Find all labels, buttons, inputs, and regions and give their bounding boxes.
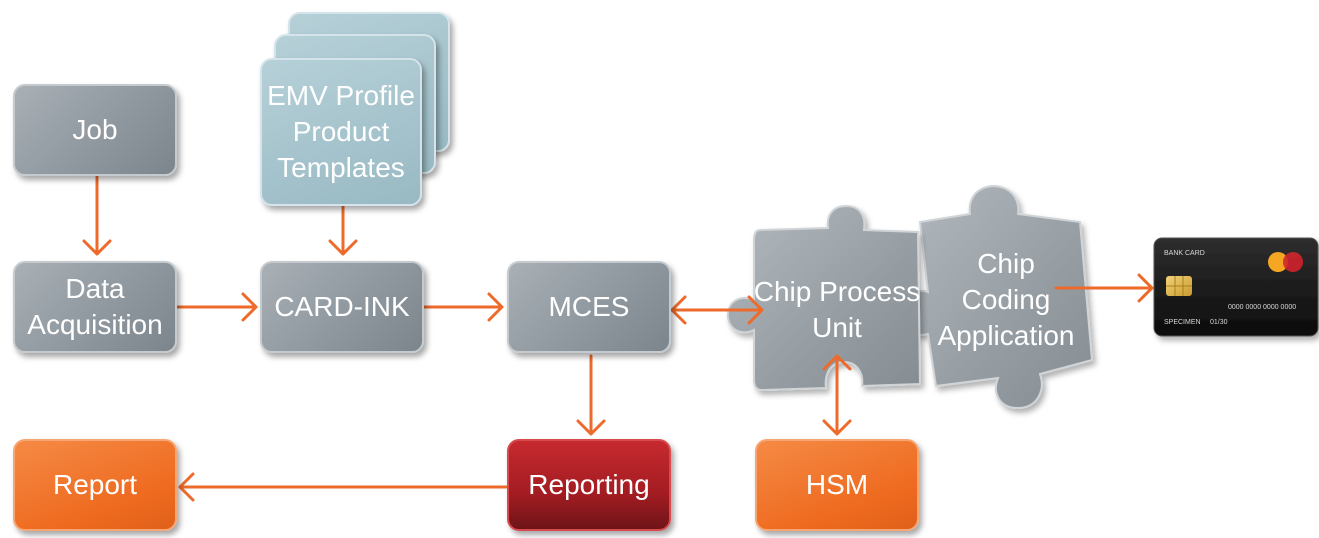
emv-profile-label: EMV Profile Product Templates: [267, 80, 415, 183]
card-ink-box: CARD-INK: [260, 261, 424, 353]
card-expiry: 01/30: [1210, 319, 1228, 326]
arrow-acquisition-to-cardink: [176, 292, 258, 322]
card-bank-label: BANK CARD: [1164, 250, 1205, 257]
chip-coding-application-label: Chip Coding Application: [937, 248, 1075, 351]
arrow-cardink-to-mces: [422, 292, 504, 322]
reporting-box: Reporting: [507, 439, 671, 531]
emv-profile-box: EMV Profile Product Templates: [260, 58, 422, 206]
report-label: Report: [52, 469, 138, 500]
chip-process-unit-puzzle: [726, 204, 922, 392]
card-specimen: SPECIMEN: [1164, 319, 1201, 326]
reporting-label: Reporting: [528, 469, 650, 500]
hsm-box: HSM: [755, 439, 919, 531]
arrow-chipprocess-hsm: [822, 354, 852, 436]
data-acquisition-box: Data Acquisition: [13, 261, 177, 353]
data-acquisition-label: Data Acquisition: [27, 273, 163, 340]
arrow-chipcoding-to-card: [1054, 273, 1154, 303]
card-number: 0000 0000 0000 0000: [1228, 304, 1297, 311]
arrow-mces-chipprocess: [670, 295, 764, 325]
hsm-label: HSM: [805, 469, 869, 500]
chip-process-unit-label: Chip Process Unit: [753, 276, 921, 343]
report-box: Report: [13, 439, 177, 531]
mces-box: MCES: [507, 261, 671, 353]
job-label: Job: [72, 114, 118, 145]
card-ink-label: CARD-INK: [274, 291, 410, 322]
card-logo-red: [1283, 252, 1303, 272]
arrow-job-to-acquisition: [82, 175, 112, 256]
bank-card: [1153, 237, 1319, 337]
card-logo-yellow: [1268, 252, 1288, 272]
mces-label: MCES: [548, 291, 630, 322]
arrow-reporting-to-report: [178, 472, 508, 502]
job-box: Job: [13, 84, 177, 176]
arrow-mces-to-reporting: [576, 354, 606, 436]
arrow-emv-to-cardink: [328, 204, 358, 256]
